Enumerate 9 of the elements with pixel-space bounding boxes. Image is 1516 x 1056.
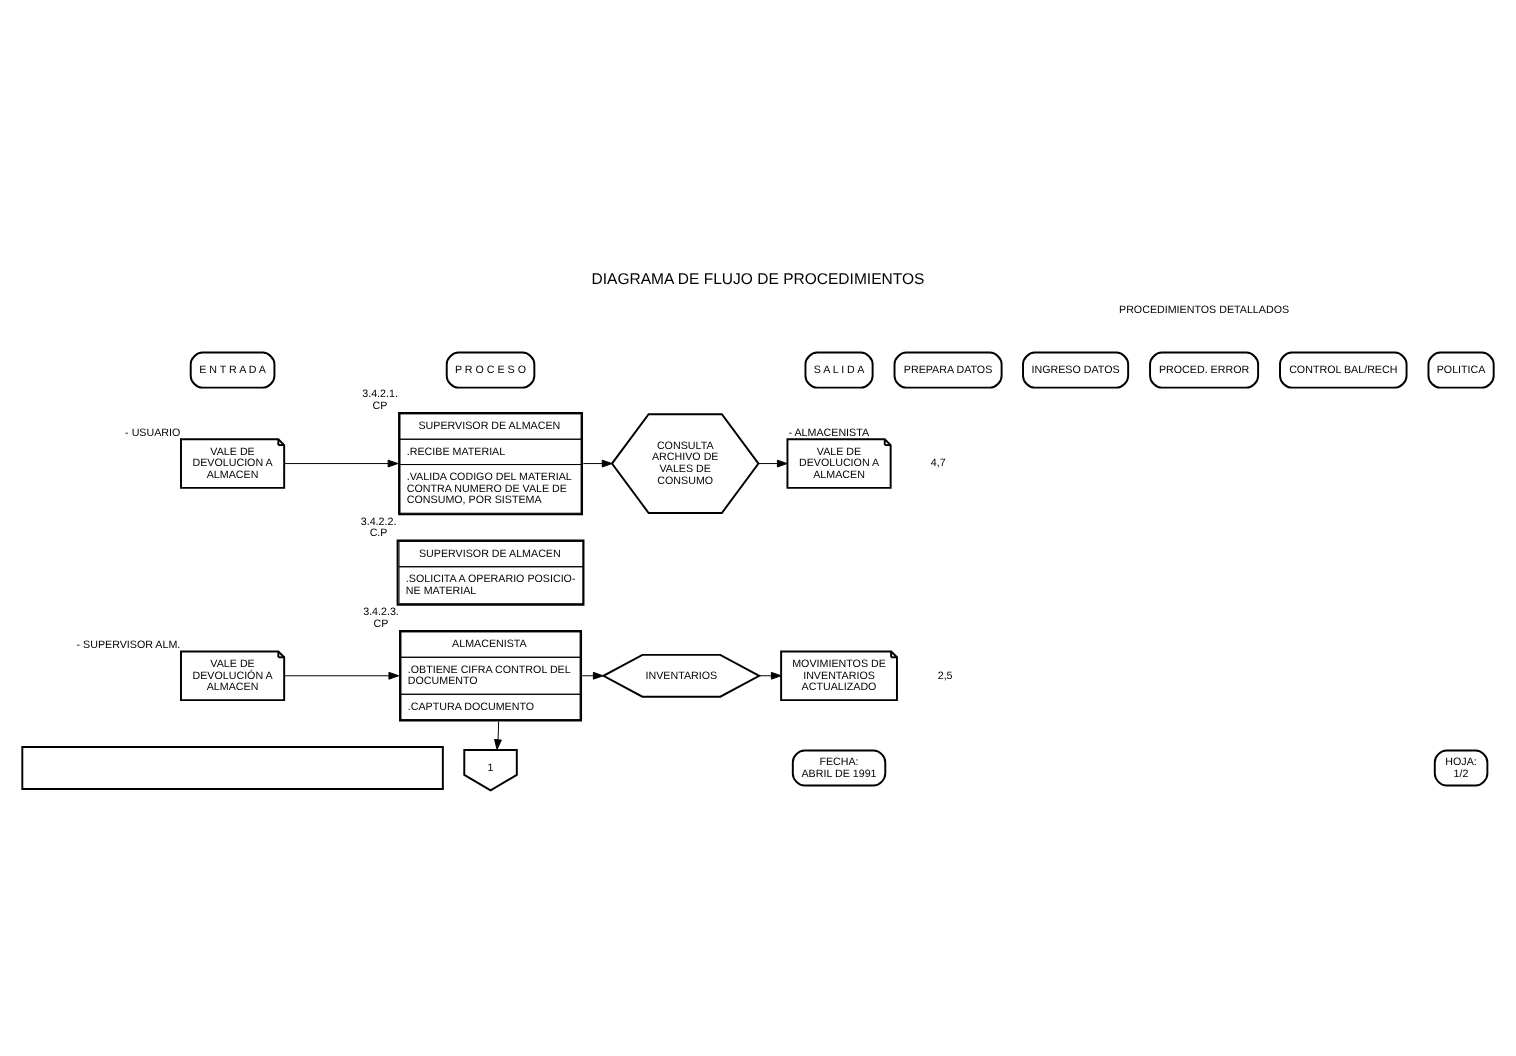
diagram-title: DIAGRAMA DE FLUJO DE PROCEDIMIENTOS [591, 269, 925, 288]
node-box [21, 745, 444, 789]
arrow [283, 458, 399, 467]
arrow [582, 458, 613, 467]
arrow [581, 670, 604, 679]
arrow [283, 670, 400, 679]
arrow [758, 458, 788, 467]
arrow [758, 670, 782, 679]
arrow [494, 720, 502, 749]
